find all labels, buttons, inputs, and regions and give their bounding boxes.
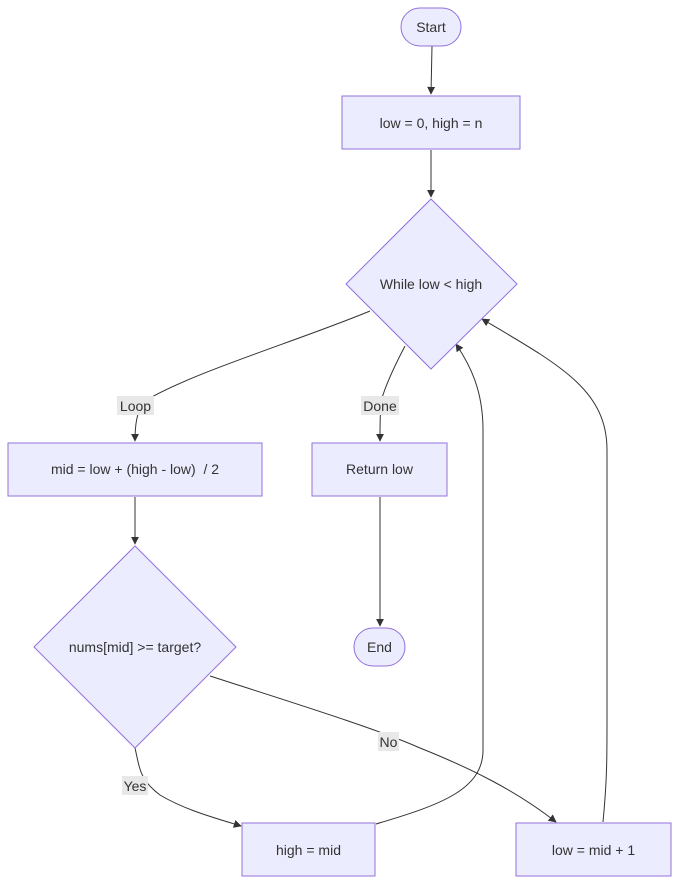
svg-text:No: No: [380, 734, 398, 750]
svg-text:mid = low + (high - low) / 2: mid = low + (high - low) / 2: [51, 461, 219, 477]
edge-label-done: Done: [361, 396, 399, 415]
edge-low-to-while: [481, 318, 608, 823]
edge-high-to-while: [375, 343, 484, 825]
node-start: Start: [400, 7, 462, 47]
node-init: low = 0, high = n: [341, 95, 521, 150]
node-end: End: [353, 627, 406, 667]
node-high-mid: high = mid: [241, 822, 376, 877]
svg-text:Done: Done: [363, 398, 397, 414]
svg-text:nums[mid] >= target?: nums[mid] >= target?: [69, 639, 202, 655]
svg-text:Return low: Return low: [346, 461, 414, 477]
svg-text:Loop: Loop: [120, 398, 151, 414]
svg-text:low = 0, high = n: low = 0, high = n: [380, 115, 483, 131]
node-cond-decision: nums[mid] >= target?: [33, 545, 237, 749]
svg-text:End: End: [367, 639, 392, 655]
svg-text:Yes: Yes: [124, 778, 147, 794]
svg-text:While low < high: While low < high: [380, 276, 482, 292]
node-while-decision: While low < high: [345, 198, 518, 370]
node-low-mid: low = mid + 1: [515, 822, 672, 877]
svg-text:Start: Start: [416, 19, 446, 35]
svg-text:high = mid: high = mid: [276, 842, 341, 858]
edge-cond-to-high: [134, 747, 242, 828]
node-return-low: Return low: [311, 442, 448, 497]
edge-label-yes: Yes: [122, 776, 148, 795]
edges: [131, 45, 608, 828]
edge-label-loop: Loop: [117, 396, 154, 415]
edge-cond-to-low: [209, 675, 557, 823]
edge-start-to-init: [427, 45, 436, 95]
node-mid: mid = low + (high - low) / 2: [7, 442, 263, 497]
edge-while-to-mid: [131, 310, 371, 442]
edge-label-no: No: [378, 732, 399, 751]
edge-while-to-return: [376, 345, 406, 442]
svg-text:low = mid + 1: low = mid + 1: [552, 842, 635, 858]
